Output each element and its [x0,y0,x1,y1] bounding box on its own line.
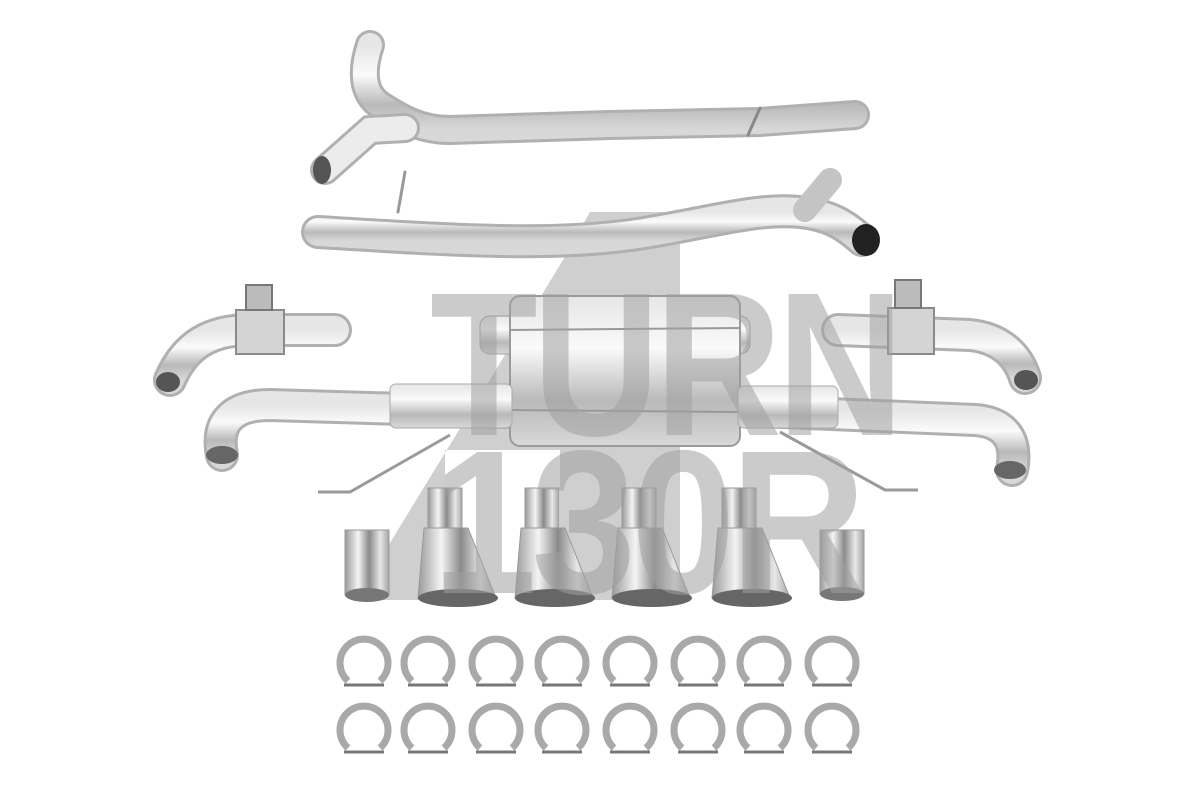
right-valve-section [821,279,1042,395]
hanger-rods [318,430,918,494]
exhaust-tips [417,487,792,607]
exhaust-tip [711,487,792,607]
adapter-sleeve-left [344,529,390,602]
clamps-row-2 [336,702,860,754]
watermark-turn: TURN [430,250,904,479]
watermark-130r: 130R [432,408,866,637]
adapter-sleeve-right [819,529,865,601]
left-valve-section [153,284,352,397]
exhaust-tip [611,487,692,607]
exhaust-tip [417,487,498,607]
front-y-pipe-lower [301,168,880,259]
right-side-pipe [718,393,1031,487]
center-muffler [389,295,839,447]
exhaust-tip [514,487,595,607]
left-side-pipe [203,387,522,472]
clamps-row-1 [336,635,860,687]
front-y-pipe-upper [310,30,870,185]
